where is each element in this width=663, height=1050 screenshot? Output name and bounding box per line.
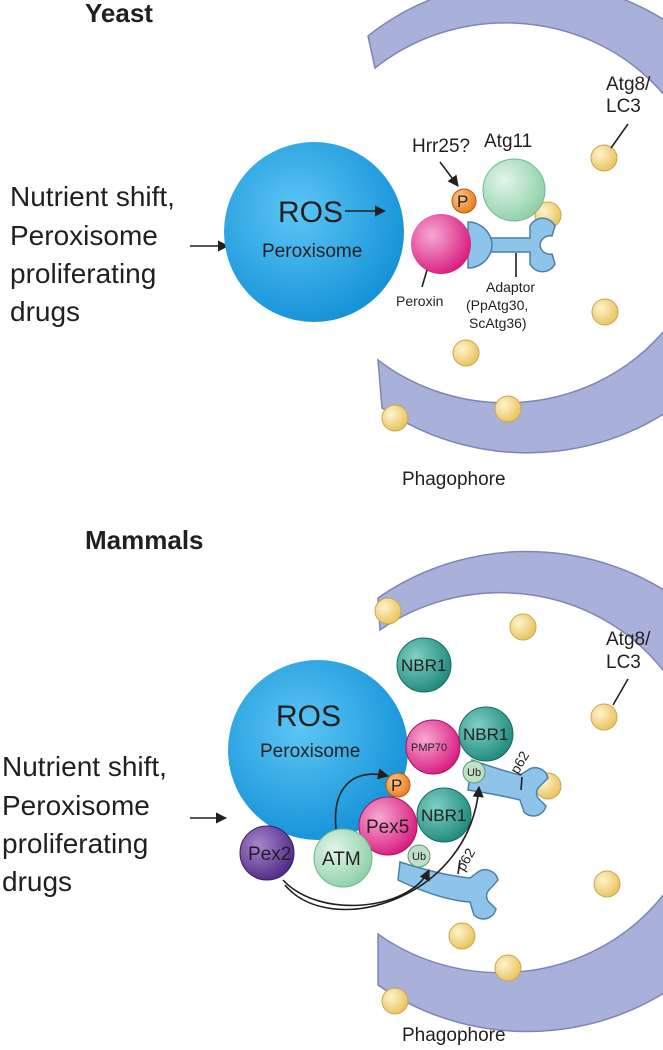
- peroxin-label: Peroxin: [396, 293, 443, 309]
- phospho-p-label: P: [391, 776, 402, 795]
- pex2-label: Pex2: [248, 844, 291, 865]
- ros-label: ROS: [278, 196, 343, 229]
- phospho-p: [451, 188, 477, 214]
- atg8-lc3-dots: [381, 144, 619, 432]
- peroxisome: [224, 142, 404, 322]
- adaptor-label: Adaptor (PpAtg30, ScAtg36): [466, 279, 539, 331]
- p62-adaptor-upper: [467, 758, 549, 817]
- atg8-lc3-label: Atg8/ LC3: [606, 74, 656, 117]
- pex5-label: Pex5: [366, 817, 409, 838]
- atg8-pointer: [612, 678, 629, 706]
- p62-lower-pointer: [457, 859, 461, 875]
- peroxin: [411, 214, 471, 274]
- phospho-p-label: P: [457, 192, 468, 211]
- peroxisome: [228, 660, 408, 840]
- pmp70: [405, 719, 461, 775]
- hrr25-label: Hrr25?: [412, 136, 470, 157]
- atm-label: ATM: [322, 849, 361, 870]
- atg11-label: Atg11: [484, 131, 532, 152]
- ub-lower: [407, 844, 431, 868]
- atg8-lc3-dots: [374, 597, 621, 1015]
- peroxisome-label: Peroxisome: [260, 741, 360, 762]
- phospho-p: [385, 772, 411, 798]
- pex2-ub-lower-arrow: [282, 868, 430, 907]
- atm: [313, 828, 373, 888]
- nbr1-lower: [416, 787, 472, 843]
- yeast-stimulus: Nutrient shift, Peroxisome proliferating…: [10, 181, 183, 327]
- ub-upper-label: Ub: [467, 767, 481, 779]
- nbr1-top: [396, 637, 452, 693]
- phagophore-membrane: [367, 0, 663, 454]
- peroxin-pointer: [421, 269, 428, 288]
- yeast-heading: Yeast: [85, 0, 153, 28]
- atg8-lc3-label: Atg8/ LC3: [606, 629, 656, 673]
- atg11: [482, 158, 546, 222]
- ub-lower-label: Ub: [412, 851, 426, 863]
- peroxisome-label: Peroxisome: [262, 241, 362, 262]
- mammals-heading: Mammals: [85, 525, 204, 555]
- hrr25-arrow: [439, 161, 459, 187]
- nbr1-right-label: NBR1: [463, 725, 508, 744]
- pmp70-label: PMP70: [411, 742, 447, 754]
- nbr1-right: [458, 706, 514, 762]
- mammals-panel: Mammals Nutrient shift, Peroxisome proli…: [2, 525, 663, 1046]
- yeast-panel: Yeast Nutrient shift, Peroxisome prolife…: [10, 0, 663, 490]
- p62-upper-pointer: [520, 776, 523, 791]
- nbr1-top-label: NBR1: [401, 656, 446, 675]
- phagophore-label: Phagophore: [402, 469, 506, 490]
- pex2-ub-upper-arrow: [284, 785, 484, 911]
- phagophore-label: Phagophore: [402, 1025, 506, 1046]
- ros-label: ROS: [276, 700, 341, 733]
- ub-upper: [462, 760, 486, 784]
- nbr1-lower-label: NBR1: [421, 806, 466, 825]
- pex2: [239, 825, 295, 881]
- phagophore-membrane: [377, 550, 663, 1033]
- atm-phospho-arrow: [334, 768, 390, 830]
- mammals-stimulus: Nutrient shift, Peroxisome proliferating…: [2, 751, 175, 897]
- pex5: [358, 796, 418, 856]
- adaptor-shape: [464, 217, 556, 273]
- atg8-pointer: [610, 123, 629, 149]
